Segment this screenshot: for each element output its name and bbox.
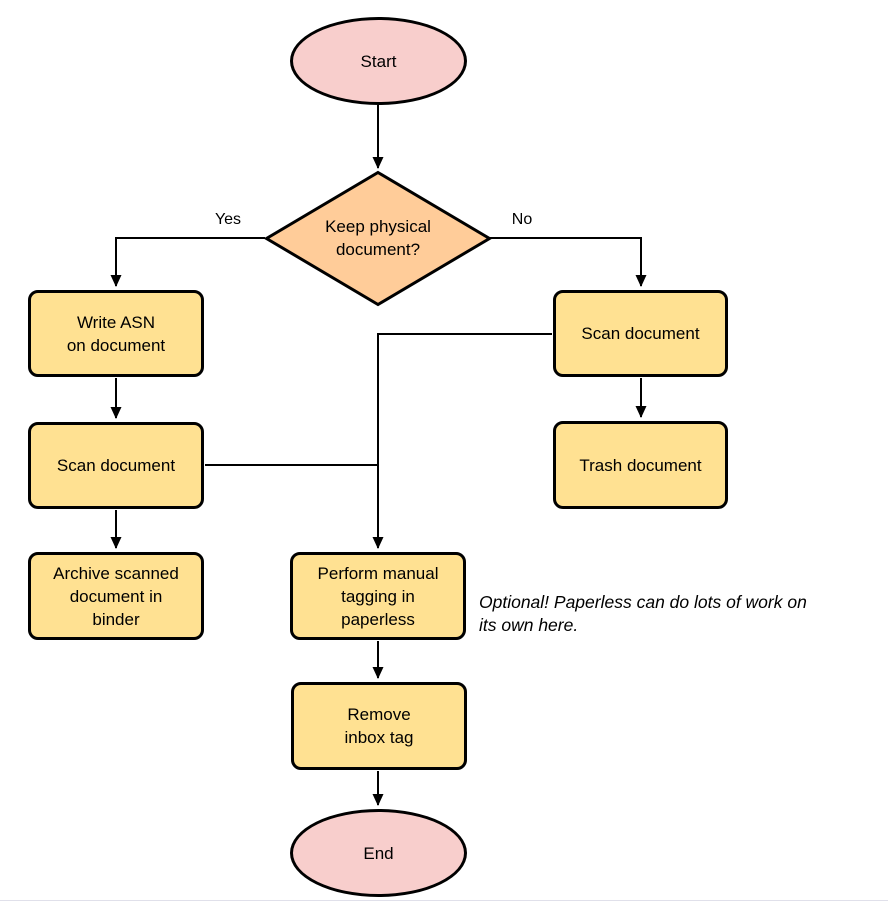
node-scan-document-left: Scan document (28, 422, 204, 509)
node-decision-label: Keep physical document? (325, 217, 431, 259)
edge-decision-write-asn (110, 237, 265, 287)
decision-diamond (263, 170, 493, 307)
node-archive-binder-label: Archive scanned document in binder (53, 563, 179, 629)
node-remove-inbox-tag: Remove inbox tag (291, 682, 467, 770)
edge-decision-scan-right (490, 237, 647, 287)
node-archive-binder: Archive scanned document in binder (28, 552, 204, 640)
edge-label-yes: Yes (214, 211, 242, 228)
node-manual-tagging-label: Perform manual tagging in paperless (317, 563, 439, 629)
node-scan-document-right-label: Scan document (581, 324, 700, 343)
node-remove-inbox-tag-label: Remove inbox tag (344, 705, 414, 747)
node-write-asn-label: Write ASN on document (66, 312, 166, 355)
node-trash-document-label: Trash document (579, 455, 702, 475)
edge-label-no: No (511, 211, 533, 228)
optional-note: Optional! Paperless can do lots of work … (479, 592, 807, 635)
node-start-label: Start (360, 51, 397, 71)
node-start: Start (290, 17, 467, 105)
node-trash-document: Trash document (553, 421, 728, 509)
node-end: End (290, 809, 467, 897)
bottom-divider (0, 900, 888, 901)
node-scan-document-right: Scan document (553, 290, 728, 377)
node-scan-document-left-label: Scan document (56, 456, 176, 475)
node-end-label: End (363, 843, 394, 863)
node-write-asn: Write ASN on document (28, 290, 204, 377)
edge-scan-right-tagging (372, 333, 552, 549)
node-manual-tagging: Perform manual tagging in paperless (290, 552, 466, 640)
